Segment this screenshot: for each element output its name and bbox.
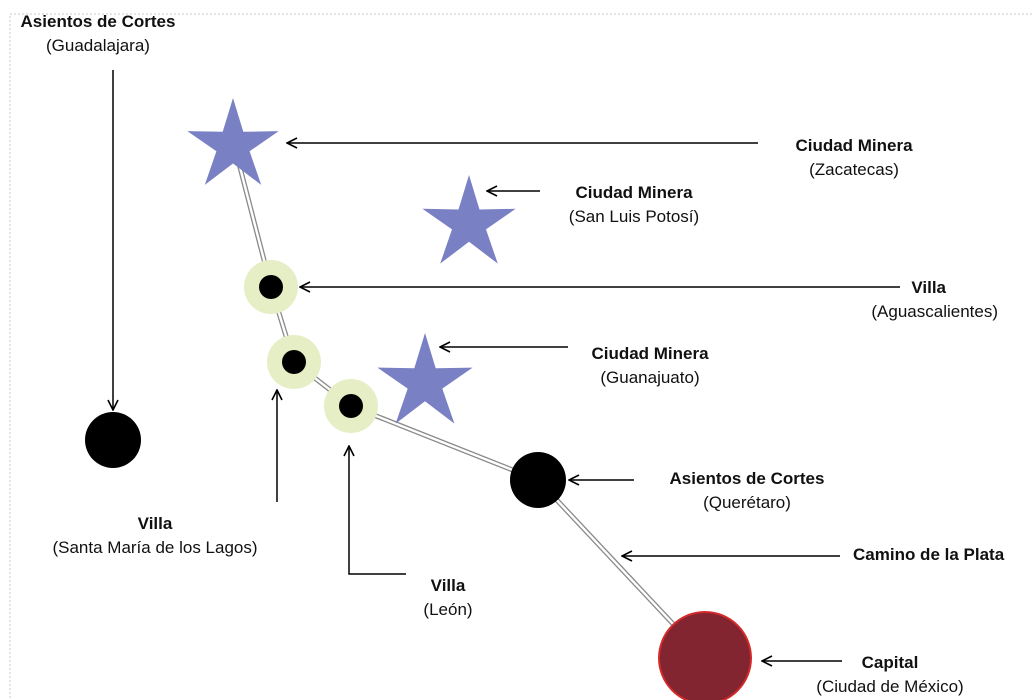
diagram-border xyxy=(9,13,1034,700)
label-leon: Villa (León) xyxy=(398,574,498,622)
label-capital: Capital (Ciudad de México) xyxy=(790,651,990,699)
label-santa-maria: Villa (Santa María de los Lagos) xyxy=(20,512,290,560)
label-san-luis-potosi: Ciudad Minera (San Luis Potosí) xyxy=(524,181,744,229)
node-capital xyxy=(658,611,752,700)
arrow-leon xyxy=(349,446,406,575)
node-queretaro xyxy=(510,452,566,508)
villa-node-leon xyxy=(339,394,363,418)
label-aguascalientes-title: Villa xyxy=(911,278,946,297)
label-queretaro: Asientos de Cortes (Querétaro) xyxy=(637,467,857,515)
villa-node-santa-maria xyxy=(282,350,306,374)
label-queretaro-title: Asientos de Cortes xyxy=(669,469,825,488)
label-guadalajara: Asientos de Cortes (Guadalajara) xyxy=(0,10,196,58)
label-guanajuato: Ciudad Minera (Guanajuato) xyxy=(550,342,750,390)
label-aguascalientes-sub: (Aguascalientes) xyxy=(871,302,998,321)
label-zacatecas: Ciudad Minera (Zacatecas) xyxy=(734,134,974,182)
label-camino-title: Camino de la Plata xyxy=(853,545,1005,564)
villa-node-aguascalientes xyxy=(259,275,283,299)
node-guadalajara xyxy=(85,412,141,468)
label-guanajuato-sub: (Guanajuato) xyxy=(600,368,700,387)
label-leon-title: Villa xyxy=(430,576,466,595)
label-zacatecas-sub: (Zacatecas) xyxy=(809,160,899,179)
label-zacatecas-title: Ciudad Minera xyxy=(795,136,913,155)
label-queretaro-sub: (Querétaro) xyxy=(703,493,791,512)
label-san-luis-title: Ciudad Minera xyxy=(575,183,693,202)
label-san-luis-sub: (San Luis Potosí) xyxy=(568,207,700,226)
label-santa-maria-title: Villa xyxy=(137,514,173,533)
label-capital-sub: (Ciudad de México) xyxy=(816,677,964,696)
label-guadalajara-title: Asientos de Cortes xyxy=(20,12,176,31)
label-aguascalientes: Villa (Aguascalientes) xyxy=(780,276,998,324)
star-zacatecas xyxy=(187,98,279,185)
label-camino: Camino de la Plata xyxy=(853,543,1033,567)
star-guanajuato xyxy=(377,333,473,424)
label-leon-sub: (León) xyxy=(423,600,473,619)
label-capital-title: Capital xyxy=(861,653,919,672)
label-guanajuato-title: Ciudad Minera xyxy=(591,344,709,363)
star-san-luis-potosi xyxy=(422,175,516,264)
label-guadalajara-sub: (Guadalajara) xyxy=(46,36,150,55)
label-santa-maria-sub: (Santa María de los Lagos) xyxy=(52,538,258,557)
